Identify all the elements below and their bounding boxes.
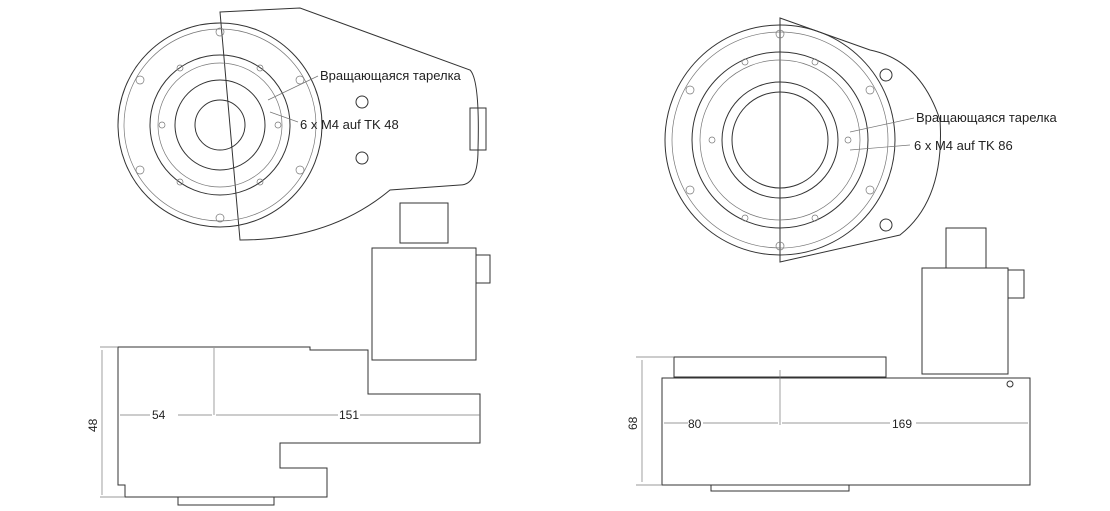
right-plate-label: Вращающаяся тарелка [916, 110, 1058, 125]
left-plate-label: Вращающаяся тарелка [320, 68, 462, 83]
left-dim-height: 48 [86, 418, 100, 432]
left-dim-151: 151 [339, 408, 359, 422]
right-dim-169: 169 [892, 417, 912, 431]
right-side-view [636, 227, 1031, 492]
right-top-view [664, 17, 941, 263]
right-holes-label: 6 x M4 auf TK 86 [914, 138, 1013, 153]
left-dim-54: 54 [152, 408, 166, 422]
right-dim-height: 68 [626, 416, 640, 430]
left-holes-label: 6 x M4 auf TK 48 [300, 117, 399, 132]
left-top-view [117, 7, 487, 241]
left-side-view [100, 202, 491, 506]
right-dim-80: 80 [688, 417, 702, 431]
